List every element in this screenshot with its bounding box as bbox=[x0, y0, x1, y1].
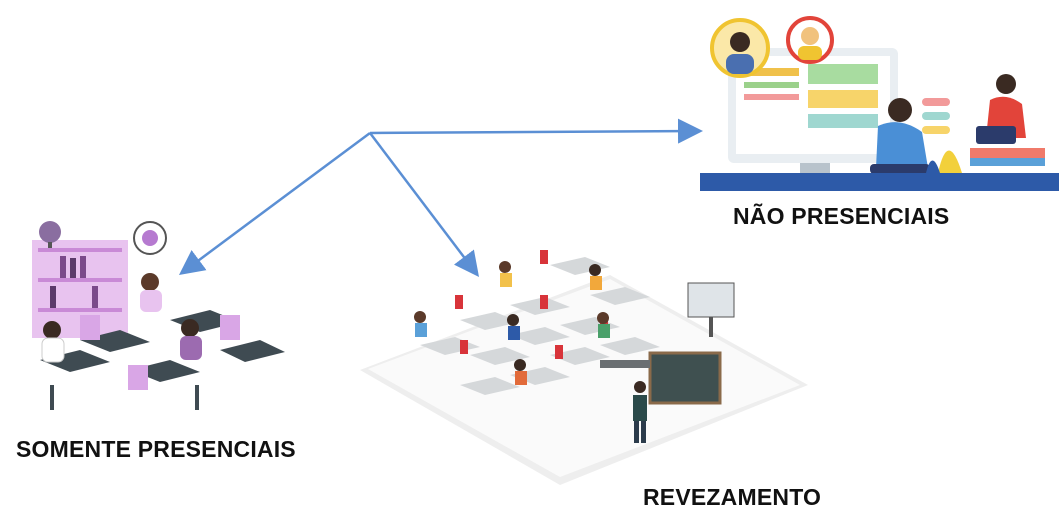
label-revezamento: REVEZAMENTO bbox=[643, 484, 822, 510]
arrow-to-nao-presenciais bbox=[369, 118, 703, 144]
arrow-to-somente-presenciais bbox=[178, 131, 371, 275]
rotation-classroom-illustration bbox=[360, 250, 808, 485]
online-class-illustration bbox=[700, 16, 1059, 191]
label-somente-presenciais: SOMENTE PRESENCIAIS bbox=[16, 436, 296, 462]
label-nao-presenciais: NÃO PRESENCIAIS bbox=[733, 203, 950, 229]
online-bar bbox=[700, 173, 1059, 191]
globe-icon bbox=[39, 221, 61, 248]
classroom-illustration bbox=[32, 221, 285, 410]
arrow-to-revezamento bbox=[369, 132, 480, 277]
virus-icon bbox=[133, 221, 167, 255]
